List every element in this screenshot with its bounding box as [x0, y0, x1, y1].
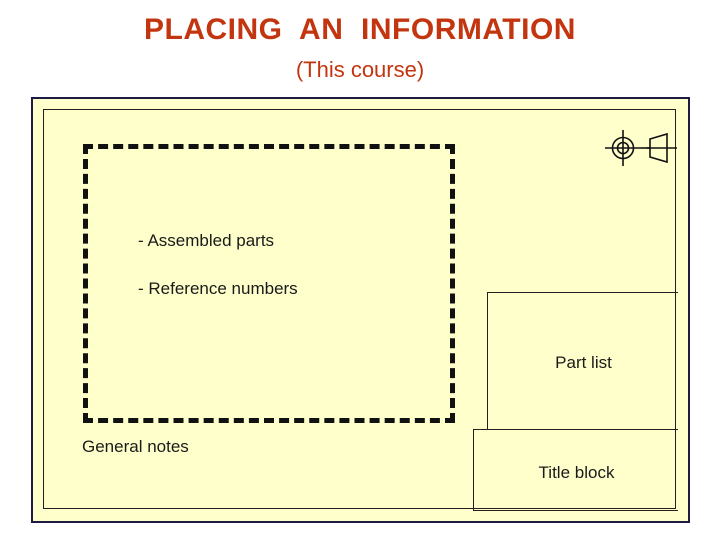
title-block-box: Title block: [473, 429, 678, 511]
part-list-box: Part list: [487, 292, 678, 430]
part-list-label: Part list: [555, 353, 612, 372]
drawing-sheet-outer-border: - Assembled parts - Reference numbers Ge…: [31, 97, 690, 523]
general-notes-label: General notes: [82, 437, 189, 456]
note-assembled-parts: - Assembled parts: [138, 231, 275, 250]
note-reference-numbers: - Reference numbers: [138, 279, 298, 298]
drawing-sheet-inner-frame: - Assembled parts - Reference numbers Ge…: [43, 109, 679, 511]
first-angle-projection-symbol: [603, 127, 679, 169]
drawing-area-dashed-box: [83, 144, 455, 423]
page-title: PLACING AN INFORMATION: [144, 13, 576, 46]
page-subtitle: (This course): [295, 57, 425, 82]
title-block-label: Title block: [538, 463, 615, 482]
